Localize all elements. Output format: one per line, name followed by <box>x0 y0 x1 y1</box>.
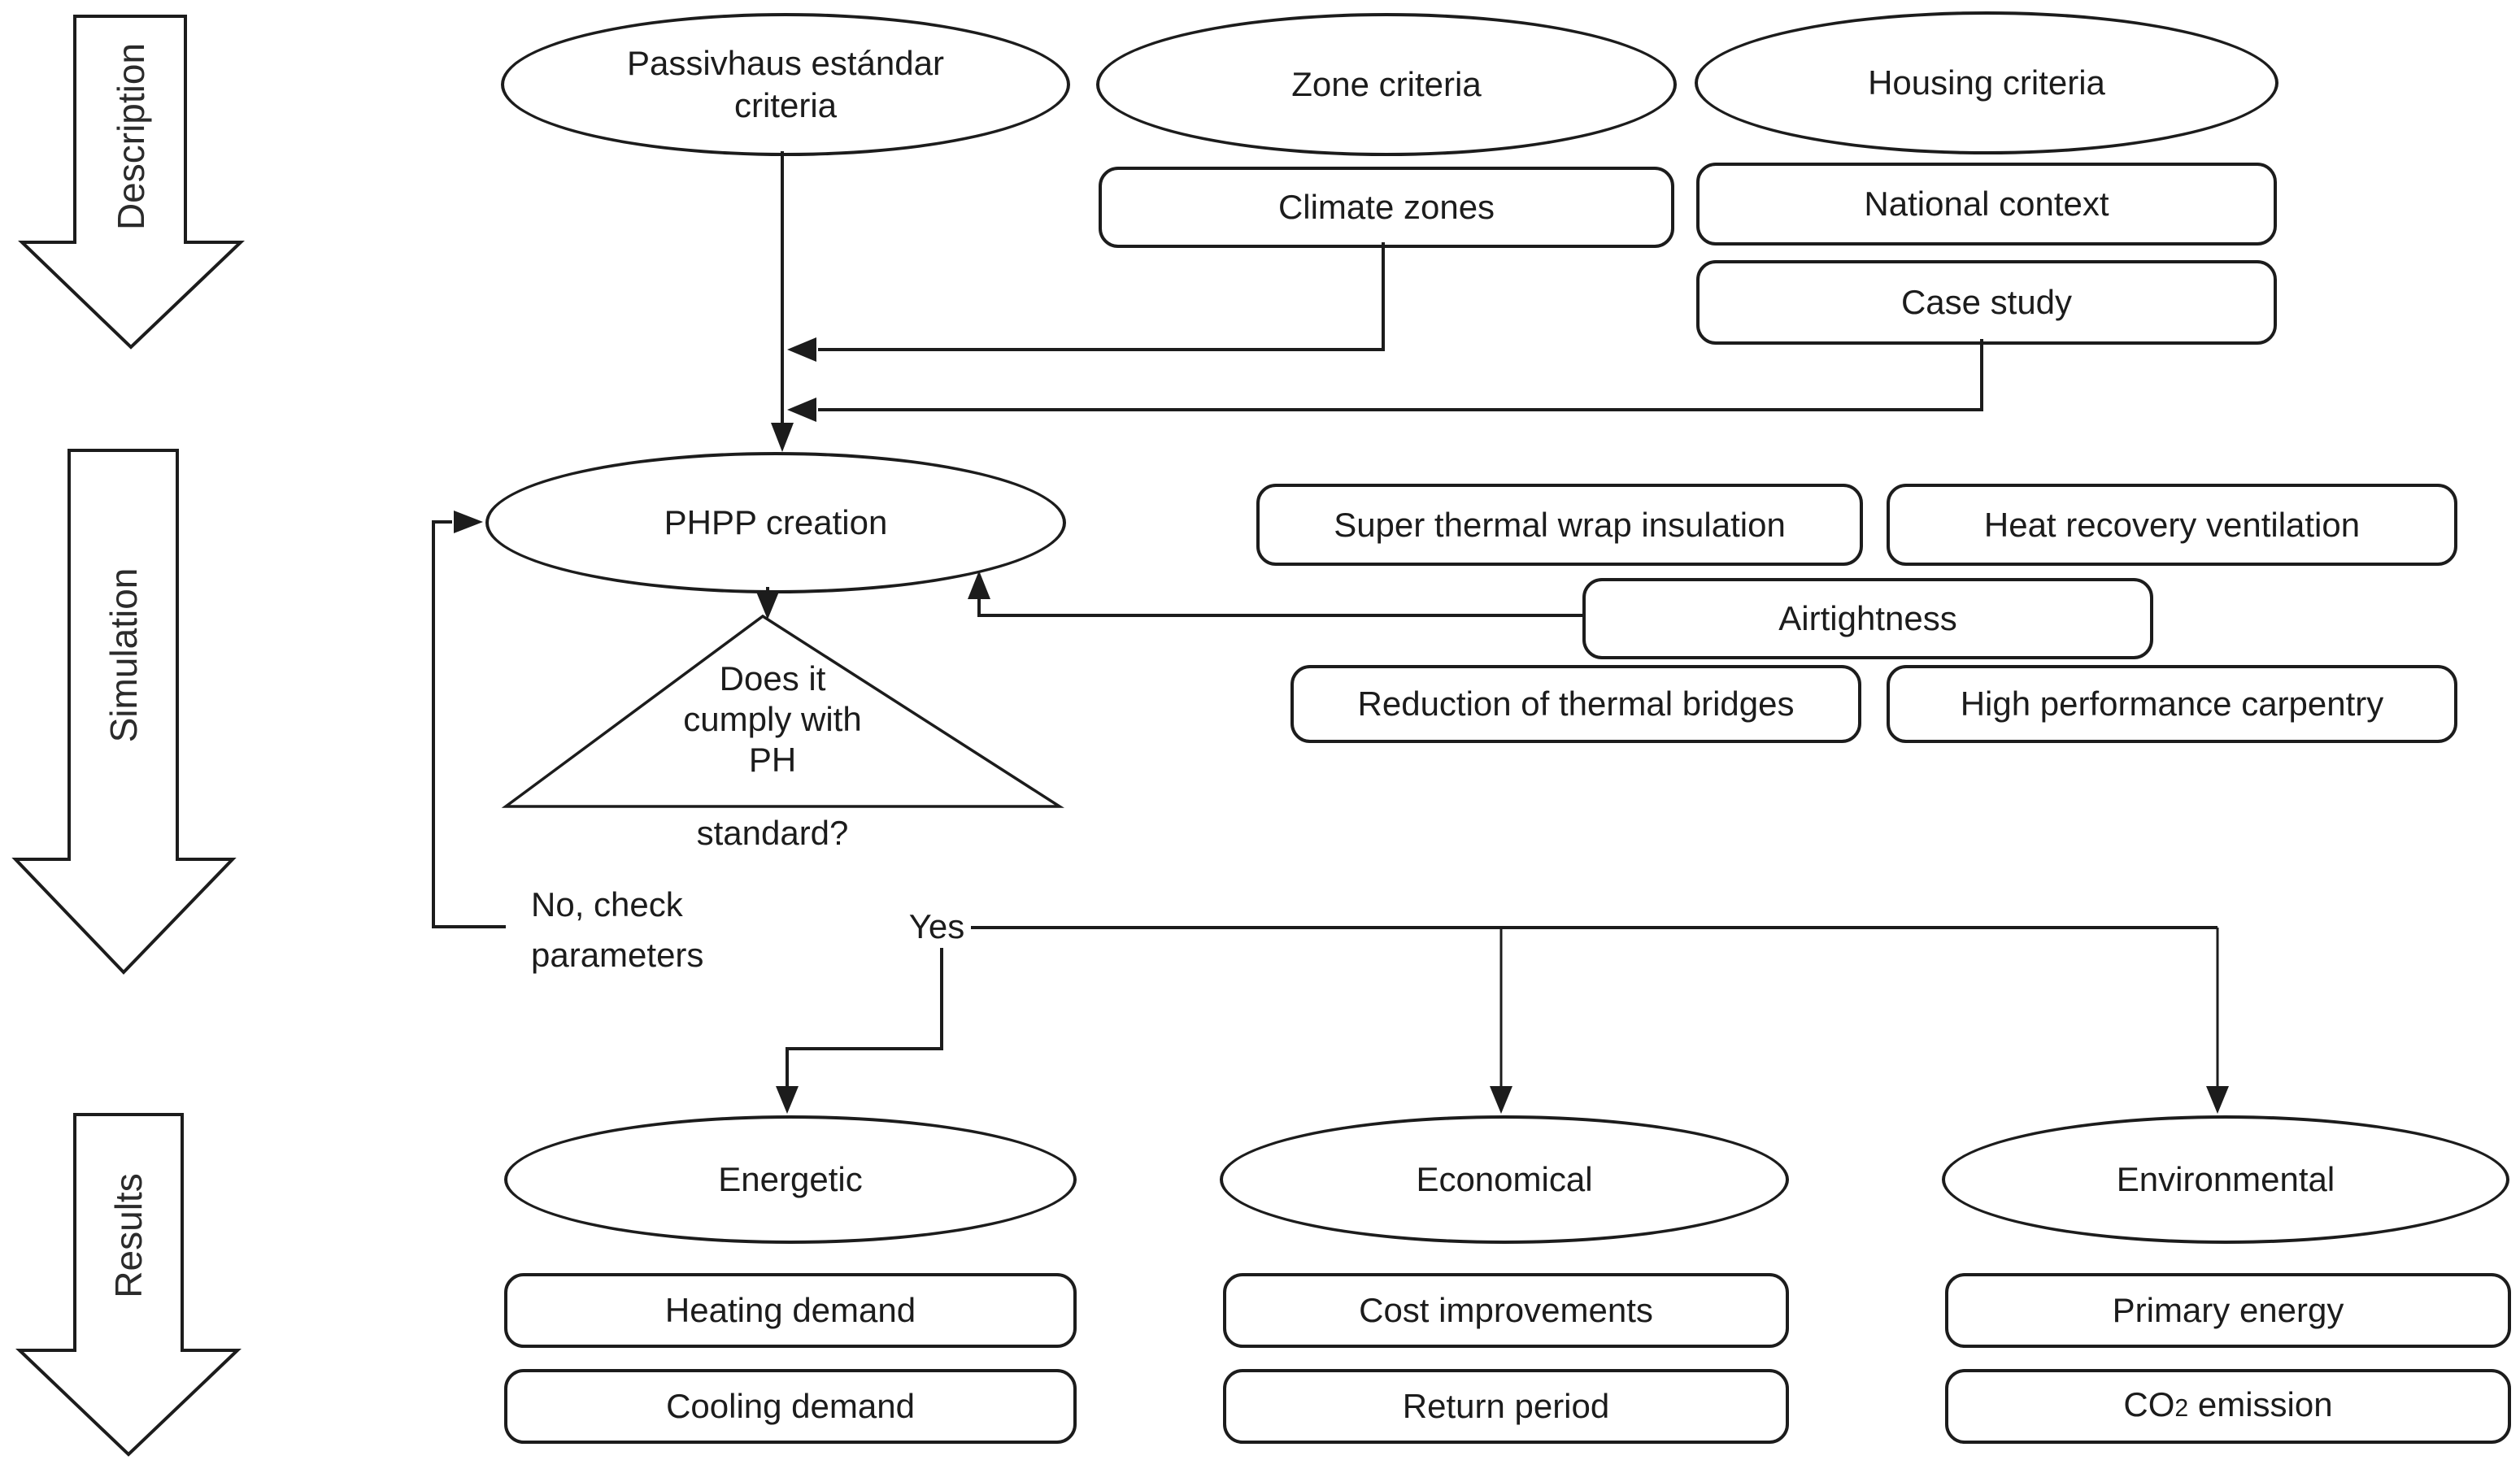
node-heating-demand-label: Heating demand <box>664 1291 916 1329</box>
decision-question-tail: standard? <box>626 813 919 854</box>
edge-climate-to-merge <box>818 242 1385 351</box>
node-housing-criteria-label: Housing criteria <box>1868 63 2105 102</box>
arrowhead-phpp-decision <box>756 592 779 619</box>
node-co2-emission: CO2 emission <box>1945 1369 2511 1444</box>
node-economical-label: Economical <box>1416 1160 1593 1198</box>
node-passivhaus-criteria-line1: Passivhaus estándar <box>627 44 944 82</box>
arrowhead-into-energetic <box>776 1086 799 1114</box>
node-national-context-label: National context <box>1864 185 2109 223</box>
node-super-thermal-wrap-insulation: Super thermal wrap insulation <box>1256 484 1863 566</box>
decision-question-text: Does it cumply with PH <box>626 658 919 780</box>
node-energetic-label: Energetic <box>718 1160 863 1198</box>
arrowhead-no-loop-phpp <box>454 511 483 533</box>
arrowhead-into-environmental <box>2206 1086 2229 1114</box>
phase-label-simulation: Simulation <box>102 567 145 743</box>
node-environmental: Environmental <box>1942 1115 2509 1244</box>
node-heat-recovery-ventilation: Heat recovery ventilation <box>1887 484 2457 566</box>
node-zone-criteria: Zone criteria <box>1096 13 1677 156</box>
node-passivhaus-criteria-line2: criteria <box>733 86 838 124</box>
node-reduction-thermal-bridges: Reduction of thermal bridges <box>1290 665 1861 743</box>
arrowhead-into-economical <box>1490 1086 1512 1114</box>
node-housing-criteria: Housing criteria <box>1695 11 2278 154</box>
node-airtightness-label: Airtightness <box>1778 599 1957 637</box>
node-cost-improvements: Cost improvements <box>1223 1273 1789 1348</box>
node-energetic: Energetic <box>504 1115 1077 1244</box>
phase-label-results: Results <box>107 1173 150 1298</box>
node-airtightness: Airtightness <box>1582 578 2153 659</box>
node-return-period-label: Return period <box>1402 1387 1610 1425</box>
arrowhead-into-phpp-top <box>771 423 794 452</box>
edge-yes-to-energetic <box>786 948 943 1086</box>
node-heating-demand: Heating demand <box>504 1273 1077 1348</box>
edge-case-study-to-merge <box>818 339 1983 411</box>
no-branch-line1: No, check <box>531 885 683 924</box>
node-return-period: Return period <box>1223 1369 1789 1444</box>
node-environmental-label: Environmental <box>2116 1160 2335 1198</box>
node-cooling-demand: Cooling demand <box>504 1369 1077 1444</box>
decision-line-1: Does it <box>719 659 826 698</box>
node-reduction-thermal-bridges-label: Reduction of thermal bridges <box>1357 685 1795 723</box>
arrowhead-climate-merge <box>787 337 816 362</box>
node-zone-criteria-label: Zone criteria <box>1291 65 1482 103</box>
decision-line-4: standard? <box>696 814 849 852</box>
node-cooling-demand-label: Cooling demand <box>666 1387 915 1425</box>
node-heat-recovery-ventilation-label: Heat recovery ventilation <box>1983 505 2361 544</box>
node-phpp-creation-label: PHPP creation <box>664 503 888 541</box>
node-case-study: Case study <box>1696 260 2277 345</box>
decision-line-2: cumply with <box>683 700 862 738</box>
node-super-thermal-wrap-insulation-label: Super thermal wrap insulation <box>1334 505 1786 544</box>
co2-post: emission <box>2188 1384 2333 1423</box>
no-branch-label: No, check parameters <box>531 880 703 980</box>
node-climate-zones: Climate zones <box>1099 167 1674 248</box>
co2-sub: 2 <box>2174 1394 2189 1422</box>
node-co2-emission-label: CO2 emission <box>2123 1384 2332 1430</box>
node-phpp-creation: PHPP creation <box>485 452 1066 593</box>
edge-airtightness-to-phpp <box>977 598 1582 617</box>
no-branch-line2: parameters <box>531 936 704 974</box>
node-national-context: National context <box>1696 163 2277 246</box>
yes-branch-label: Yes <box>908 907 965 945</box>
edge-no-loop-to-phpp <box>432 520 506 928</box>
node-cost-improvements-label: Cost improvements <box>1359 1291 1653 1329</box>
node-case-study-label: Case study <box>1900 283 2073 321</box>
co2-pre: CO <box>2123 1384 2175 1423</box>
arrowhead-case-merge <box>787 398 816 422</box>
node-economical: Economical <box>1220 1115 1789 1244</box>
phase-label-description: Description <box>110 42 152 231</box>
decision-line-3: PH <box>748 741 797 779</box>
node-primary-energy-label: Primary energy <box>2112 1291 2344 1329</box>
node-passivhaus-criteria: Passivhaus estándar criteria <box>501 13 1070 156</box>
node-climate-zones-label: Climate zones <box>1277 188 1495 226</box>
node-high-performance-carpentry: High performance carpentry <box>1887 665 2457 743</box>
node-high-performance-carpentry-label: High performance carpentry <box>1960 685 2384 723</box>
node-primary-energy: Primary energy <box>1945 1273 2511 1348</box>
